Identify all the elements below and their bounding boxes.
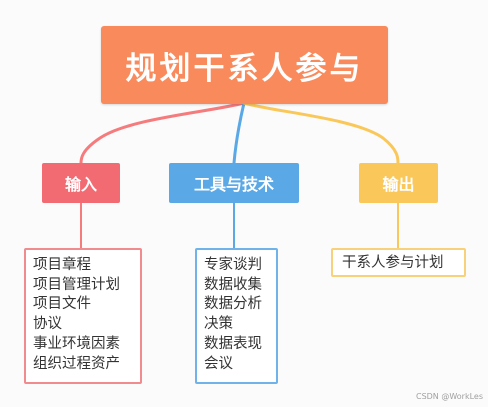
tools-item: 数据收集 bbox=[204, 276, 262, 293]
root-title: 规划干系人参与 bbox=[101, 26, 388, 104]
input-item: 协议 bbox=[33, 316, 62, 333]
tools-item: 专家谈判 bbox=[204, 257, 262, 273]
input-category: 输入 bbox=[42, 163, 120, 203]
tools-item: 会议 bbox=[204, 355, 233, 372]
input-item: 项目管理计划 bbox=[33, 276, 120, 293]
tools-item: 数据表现 bbox=[204, 335, 262, 352]
tools-list: 专家谈判 数据收集 数据分析 决策 数据表现 会议 bbox=[195, 248, 278, 384]
input-list: 项目章程 项目管理计划 项目文件 协议 事业环境因素 组织过程资产 bbox=[24, 248, 142, 384]
output-item: 干系人参与计划 bbox=[342, 255, 444, 271]
watermark: CSDN @WorkLes bbox=[415, 392, 483, 401]
tools-item: 数据分析 bbox=[204, 296, 262, 313]
tools-item: 决策 bbox=[204, 316, 233, 333]
input-item: 组织过程资产 bbox=[33, 355, 120, 372]
input-item: 项目文件 bbox=[33, 296, 91, 313]
title-to-output-connector bbox=[242, 101, 400, 165]
title-to-tools-connector bbox=[232, 101, 246, 165]
tools-category: 工具与技术 bbox=[169, 163, 299, 203]
title-to-input-connector bbox=[79, 101, 246, 165]
output-list: 干系人参与计划 bbox=[331, 248, 466, 277]
input-item: 事业环境因素 bbox=[33, 335, 120, 352]
output-category: 输出 bbox=[359, 163, 438, 203]
input-item: 项目章程 bbox=[33, 257, 91, 273]
